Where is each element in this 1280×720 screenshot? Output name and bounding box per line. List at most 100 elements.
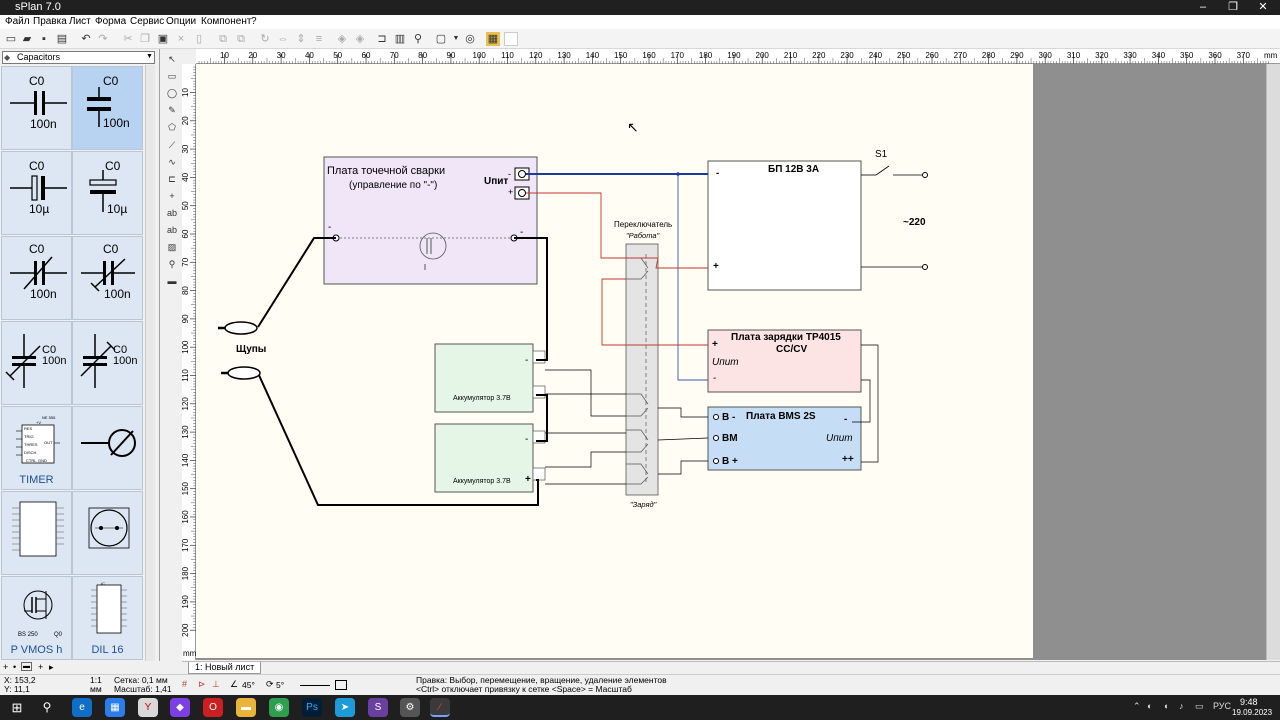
angle-step-1[interactable]: 45° — [242, 680, 255, 690]
chrome-icon[interactable]: ◉ — [269, 698, 289, 717]
minimize-button[interactable]: – — [1199, 1, 1207, 13]
library-item-electrolytic-vertical[interactable]: C0 10µ — [72, 151, 143, 235]
back-icon[interactable]: ◈ — [355, 33, 365, 45]
language-indicator[interactable]: РУС — [1213, 701, 1232, 711]
snap-grid-icon[interactable]: # — [182, 679, 188, 689]
text-icon[interactable]: ab — [166, 208, 177, 218]
telegram-icon[interactable]: ➤ — [335, 698, 355, 717]
open-folder-icon[interactable]: ▰ — [22, 33, 32, 45]
blank-tool-icon[interactable] — [504, 32, 518, 46]
splan-taskbar-icon[interactable]: ∕ — [430, 698, 450, 717]
measure-icon[interactable]: ▬ — [167, 276, 177, 286]
magnifier-icon[interactable]: ⚲ — [168, 259, 176, 269]
cut-icon[interactable]: ✂ — [123, 33, 133, 45]
menu-file[interactable]: Файл — [5, 16, 30, 27]
front-icon[interactable]: ◈ — [337, 33, 347, 45]
binoculars-icon[interactable]: ⚲ — [413, 33, 423, 45]
calculator-icon[interactable]: ▦ — [105, 698, 125, 717]
library-scrollbar[interactable] — [145, 65, 155, 661]
ortho-icon[interactable]: ⊥ — [212, 679, 220, 689]
angle-icon[interactable]: ∠ — [230, 679, 239, 689]
edge-icon[interactable]: e — [72, 698, 92, 717]
library-item-trimmer-2[interactable]: C0 100n — [72, 236, 143, 320]
chevron-down-icon[interactable]: ▼ — [146, 53, 153, 60]
library-item-timer[interactable]: NE 555 RES TRIG THRES DISCH OUT CTRL GND… — [1, 406, 72, 490]
paste-icon[interactable]: ▣ — [157, 33, 169, 45]
menu-help[interactable]: ? — [251, 16, 257, 27]
remove-page-icon[interactable]: • — [13, 662, 17, 672]
network-icon[interactable]: ▭ — [1195, 701, 1204, 711]
menu-shape[interactable]: Форма — [95, 16, 127, 27]
delete-icon[interactable]: ▯ — [195, 33, 203, 45]
save-icon[interactable]: ▪ — [42, 33, 46, 45]
grid-size[interactable]: Сетка: 0,1 мм — [114, 675, 168, 685]
pen-icon[interactable]: ✎ — [168, 105, 176, 115]
page-format-icon[interactable]: ▢ — [435, 33, 447, 45]
align-icon[interactable]: ≡ — [315, 33, 323, 45]
ungroup-icon[interactable]: ⧉ — [237, 33, 245, 45]
polyline-icon[interactable]: ⟋ — [168, 140, 176, 150]
menu-service[interactable]: Сервис — [130, 16, 165, 27]
duplicate-icon[interactable]: × — [177, 33, 185, 45]
library-item-electrolytic[interactable]: C0 10µ — [1, 151, 72, 235]
library-item-trimmer[interactable]: C0 100n — [1, 236, 72, 320]
speaker-icon[interactable]: ◖ — [1163, 701, 1169, 711]
library-item-capacitor-vertical[interactable]: C0 100n — [72, 66, 143, 150]
new-file-icon[interactable]: ▭ — [5, 33, 17, 45]
library-item-ic[interactable] — [1, 491, 72, 575]
ellipse-icon[interactable]: ◯ — [166, 88, 178, 98]
drawing-canvas[interactable]: Плата точечной сварки (управление по "-"… — [196, 64, 1280, 660]
copy-icon[interactable]: ❐ — [140, 33, 150, 45]
settings-icon[interactable]: ⚙ — [400, 698, 420, 717]
redo-icon[interactable]: ↷ — [98, 33, 108, 45]
library-item-socket[interactable] — [72, 406, 143, 490]
add-page-icon[interactable]: + — [3, 662, 9, 672]
rotate-icon[interactable]: ↻ — [260, 33, 270, 45]
angle-step-2[interactable]: 5° — [276, 680, 285, 690]
mirror-h-icon[interactable]: ⇔ — [277, 33, 289, 45]
library-edit-icon[interactable]: ▬ — [21, 662, 32, 671]
zoom-icon[interactable]: ◎ — [465, 33, 475, 45]
polygon-icon[interactable]: ⬠ — [168, 122, 176, 132]
messenger-icon[interactable]: S — [368, 698, 388, 717]
library-icon[interactable]: ▥ — [394, 33, 406, 45]
print-icon[interactable]: ▤ — [56, 33, 68, 45]
tray-chevron-icon[interactable]: ⌃ — [1133, 701, 1141, 711]
scroll-right-icon[interactable]: ▸ — [49, 662, 54, 672]
line-width-selector[interactable] — [300, 685, 330, 686]
group-icon[interactable]: ⧉ — [219, 33, 227, 45]
rotate-step-icon[interactable]: ⟳ — [266, 679, 274, 689]
junction-icon[interactable]: + — [169, 191, 175, 201]
wire-icon[interactable]: ⊏ — [168, 174, 176, 184]
bezier-icon[interactable]: ∿ — [168, 157, 176, 167]
rectangle-icon[interactable]: ▭ — [167, 71, 177, 81]
app-icon[interactable]: ◆ — [170, 698, 190, 717]
windows-start-icon[interactable]: ⊞ — [11, 700, 23, 715]
library-select[interactable]: Capacitors — [2, 51, 155, 64]
chevron-down-icon[interactable]: ▼ — [452, 35, 460, 42]
microphone-icon[interactable]: ♪ — [1179, 701, 1184, 711]
textbox-icon[interactable]: ab — [166, 225, 177, 235]
pointer-icon[interactable]: ↖ — [168, 54, 176, 64]
photoshop-icon[interactable]: Ps — [302, 698, 322, 717]
next-page-icon[interactable]: + — [38, 662, 44, 672]
image-icon[interactable]: ▨ — [167, 242, 177, 252]
library-item-p-vmos[interactable]: BS 250 Q0 P VMOS h — [1, 576, 72, 660]
close-button[interactable]: ✕ — [1258, 1, 1268, 13]
explorer-icon[interactable]: ▬ — [236, 698, 256, 717]
library-item-capacitor[interactable]: C0 100n — [1, 66, 72, 150]
mirror-v-icon[interactable]: ⇕ — [296, 33, 306, 45]
fill-selector[interactable] — [335, 680, 347, 690]
drawing-sheet[interactable]: Плата точечной сварки (управление по "-"… — [196, 64, 1033, 658]
sheet-tab-1[interactable]: 1: Новый лист — [188, 662, 262, 674]
vertical-scrollbar[interactable] — [1266, 64, 1280, 660]
library-item-variable-capacitor-2[interactable]: C0 100n — [72, 321, 143, 405]
menu-component[interactable]: Компонент — [201, 16, 252, 27]
opera-icon[interactable]: O — [203, 698, 223, 717]
clock-time[interactable]: 9:48 — [1240, 697, 1258, 707]
image-icon[interactable]: ▦ — [486, 32, 500, 46]
menu-edit[interactable]: Правка — [33, 16, 67, 27]
snap-icon[interactable]: ⊳ — [198, 679, 206, 689]
clock-date[interactable]: 19.09.2023 — [1232, 708, 1273, 717]
zoom-level[interactable]: Масштаб: 1,41 — [114, 684, 172, 694]
